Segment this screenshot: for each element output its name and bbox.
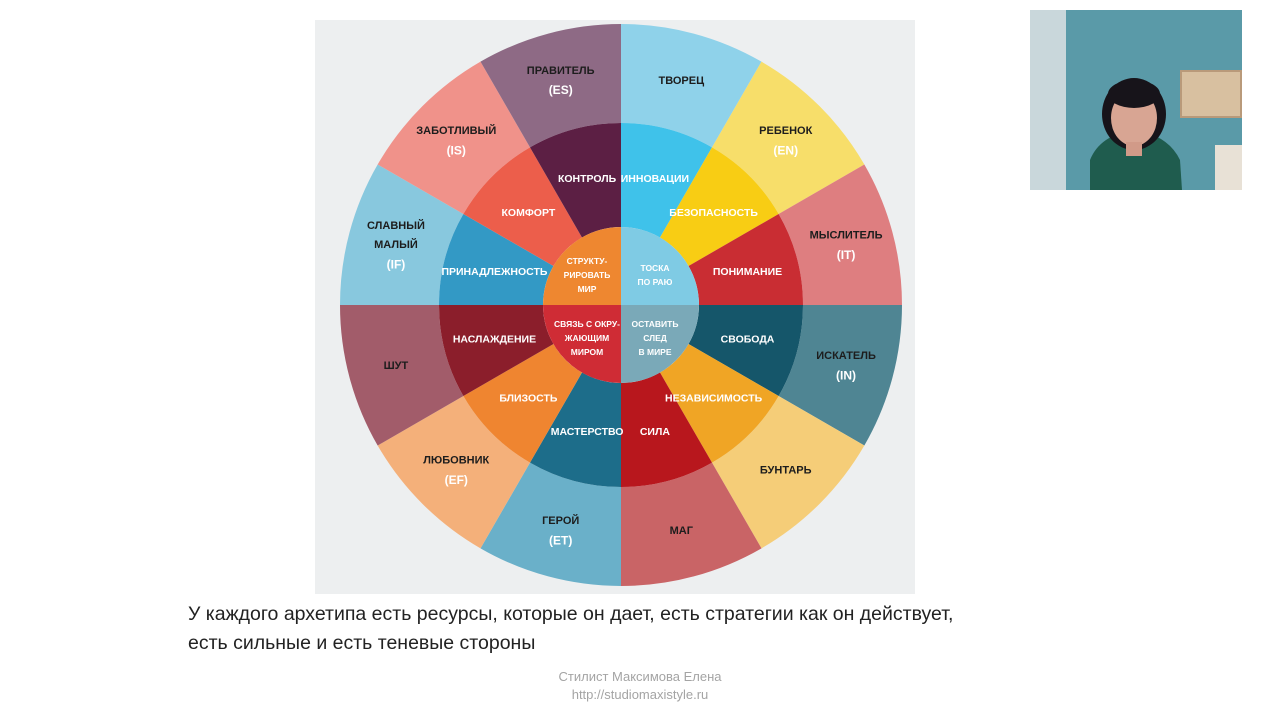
outer-sector-3 (778, 164, 902, 305)
middle-sector-5 (660, 344, 779, 463)
middle-sector-4 (688, 305, 803, 396)
outer-sector-6 (621, 462, 762, 586)
value-label-3: ПОНИМАНИЕ (713, 266, 782, 278)
caption-line-2: есть сильные и есть теневые стороны (188, 632, 536, 654)
middle-sector-10 (439, 214, 554, 305)
inner-sector-2 (621, 227, 699, 305)
middle-sector-9 (439, 305, 554, 396)
inner-sector-4 (543, 305, 621, 383)
outer-sector-9 (340, 305, 464, 446)
middle-sector-11 (463, 147, 582, 266)
outer-sector-4 (778, 305, 902, 446)
archetype-label-мыслитель: МЫСЛИТЕЛЬ (810, 230, 883, 242)
middle-sector-8 (463, 344, 582, 463)
middle-sector-3 (688, 214, 803, 305)
value-label-2: БЕЗОПАСНОСТЬ (669, 207, 758, 219)
outer-sector-5 (712, 396, 865, 549)
archetype-label-герой: ГЕРОЙ (542, 514, 579, 527)
archetype-label-бунтарь: БУНТАРЬ (760, 465, 812, 477)
middle-sector-12 (530, 123, 621, 238)
archetype-label-правитель: ПРАВИТЕЛЬ (527, 65, 595, 77)
value-label-11: КОМФОРТ (502, 207, 556, 219)
value-label-10: ПРИНАДЛЕЖНОСТЬ (441, 266, 547, 278)
value-label-12: КОНТРОЛЬ (558, 173, 617, 185)
inner-sector-1 (543, 227, 621, 305)
value-label-7: МАСТЕРСТВО (551, 426, 624, 438)
archetype-label-ребенок: РЕБЕНОК (759, 125, 812, 137)
footer-author: Стилист Максимова Елена (558, 669, 722, 684)
value-label-6: СИЛА (640, 426, 670, 438)
archetype-wheel-image: ТВОРЕЦ РЕБЕНОК (EN) МЫСЛИТЕЛЬ (IT) ИСКАТЕЛЬ (I… (315, 20, 915, 594)
slide-caption: У каждого архетипа есть ресурсы, которые… (188, 600, 1088, 658)
slide-footer: Стилист Максимова Елена http://studiomax… (500, 668, 780, 704)
inner-sector-3 (621, 305, 699, 383)
caption-line-1: У каждого архетипа есть ресурсы, которые… (188, 603, 954, 625)
outer-sector-2 (712, 61, 865, 215)
outer-sector-7 (480, 462, 621, 586)
outer-sector-12 (480, 24, 621, 148)
outer-sector-1 (621, 24, 762, 148)
value-label-1: ИННОВАЦИИ (621, 173, 689, 185)
outer-sector-8 (377, 396, 530, 549)
archetype-label-искатель: ИСКАТЕЛЬ (816, 350, 876, 362)
middle-sector-2 (660, 147, 779, 266)
outer-sector-10 (340, 164, 464, 305)
middle-sector-1 (621, 123, 712, 238)
archetype-wheel: ТВОРЕЦ РЕБЕНОК (EN) МЫСЛИТЕЛЬ (IT) ИСКАТЕЛЬ (I… (340, 24, 902, 586)
archetype-code-11: (IS) (447, 143, 466, 157)
archetype-code-2: (EN) (773, 143, 798, 157)
archetype-label-маг: МАГ (670, 525, 694, 537)
value-label-8: БЛИЗОСТЬ (499, 392, 558, 404)
outer-sector-11 (377, 61, 530, 215)
archetype-label-шут: ШУТ (384, 360, 409, 372)
archetype-label-заботливый: ЗАБОТЛИВЫЙ (416, 124, 496, 137)
archetype-label-любовник: ЛЮБОВНИК (423, 455, 489, 467)
archetype-code-3: (IT) (837, 248, 856, 262)
archetype-code-4: (IN) (836, 369, 856, 383)
middle-sector-7 (530, 372, 621, 487)
archetype-code-10: (IF) (387, 257, 406, 271)
archetype-code-7: (ET) (549, 533, 572, 547)
value-label-9: НАСЛАЖДЕНИЕ (453, 334, 536, 346)
value-label-4: СВОБОДА (721, 334, 775, 346)
presenter-video-frame (1030, 10, 1242, 190)
middle-sector-6 (621, 372, 712, 487)
archetype-code-8: (EF) (445, 473, 468, 487)
footer-url: http://studiomaxistyle.ru (571, 687, 709, 702)
archetype-label-творец: ТВОРЕЦ (658, 75, 704, 87)
value-label-5: НЕЗАВИСИМОСТЬ (665, 392, 763, 404)
webcam-video (1030, 10, 1242, 190)
archetype-code-12: (ES) (549, 83, 573, 97)
